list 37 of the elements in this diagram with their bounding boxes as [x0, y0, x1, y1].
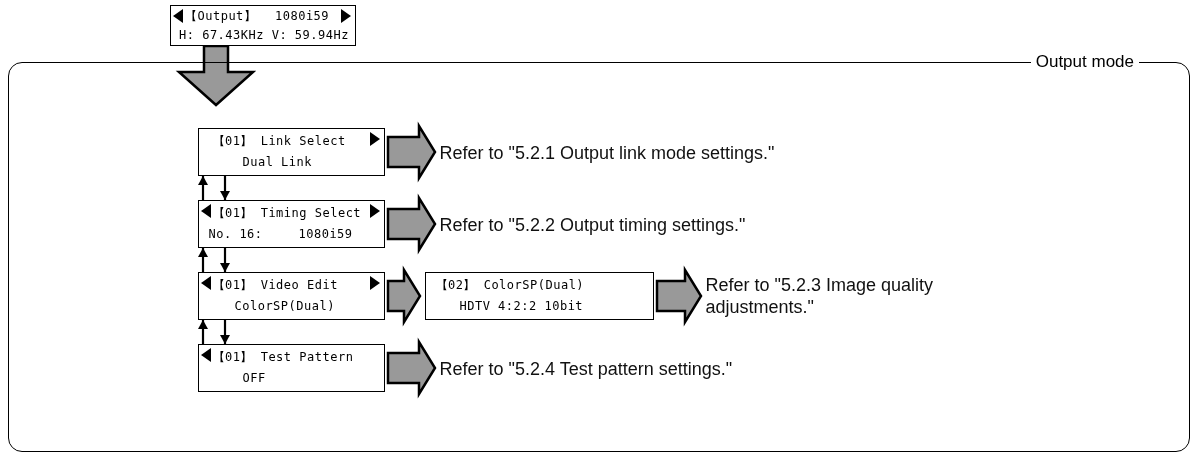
display-text: Dual Link: [242, 153, 313, 170]
lcd-display: [197, 127, 385, 176]
block-arrow: [175, 44, 257, 107]
display-text: 【Output】: [185, 8, 257, 24]
group-heading: Output mode: [1030, 52, 1139, 72]
block-arrow: [655, 265, 703, 327]
display-text: 【01】 Video Edit: [212, 276, 338, 293]
display-text: 1080i59: [298, 225, 353, 242]
display-text: No. 16:: [208, 225, 263, 242]
display-text: 1080i59: [275, 8, 330, 24]
lcd-display: [197, 271, 385, 320]
display-text: 【01】 Timing Select: [212, 204, 362, 221]
block-arrow: [386, 121, 437, 183]
display-text: OFF: [242, 369, 266, 386]
arrow: [220, 320, 230, 344]
display-text: 【01】 Link Select: [212, 132, 346, 149]
arrow: [198, 176, 208, 200]
reference-note: Refer to "5.2.4 Test pattern settings.": [439, 356, 840, 381]
lcd-display: [424, 271, 654, 320]
lcd-display: [197, 199, 385, 248]
reference-note: Refer to "5.2.2 Output timing settings.": [439, 212, 840, 237]
arrow: [220, 176, 230, 200]
reference-note: Refer to "5.2.3 Image quality adjustments.": [705, 271, 946, 320]
reference-note: Refer to "5.2.1 Output link mode settings.": [439, 140, 840, 165]
arrow: [198, 248, 208, 272]
display-text: 【02】 ColorSP(Dual): [435, 276, 585, 293]
arrow: [220, 248, 230, 272]
block-arrow: [386, 193, 437, 255]
display-text: ColorSP(Dual): [234, 297, 335, 314]
lcd-display: [197, 343, 385, 392]
arrow: [198, 320, 208, 344]
display-text: HDTV 4:2:2 10bit: [459, 297, 584, 314]
display-text: H: 67.43KHz V: 59.94Hz: [179, 27, 349, 43]
block-arrow: [386, 337, 437, 399]
block-arrow: [386, 265, 422, 327]
lcd-display: [170, 5, 356, 46]
display-text: 【01】 Test Pattern: [212, 348, 354, 365]
